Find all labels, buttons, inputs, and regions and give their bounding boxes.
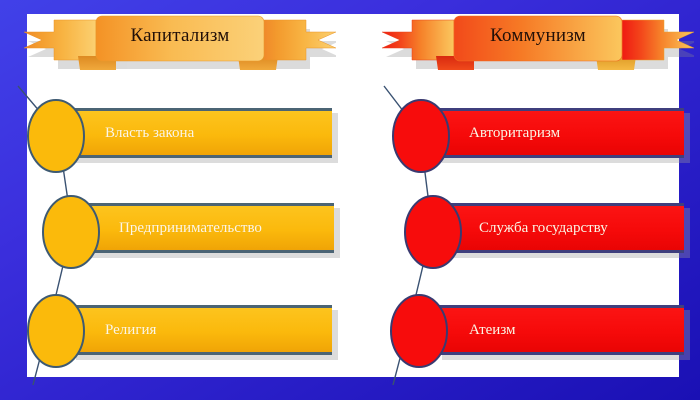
capitalism-item-2[interactable]: Предпринимательство (84, 203, 334, 253)
communism-item-3[interactable]: Атеизм (436, 305, 684, 355)
communism-item-1-label: Авторитаризм (469, 124, 561, 141)
communism-item-2[interactable]: Служба государству (446, 203, 684, 253)
capitalism-item-3-label: Религия (105, 321, 157, 338)
communism-item-1[interactable]: Авторитаризм (436, 108, 684, 158)
capitalism-node-2[interactable] (40, 193, 102, 271)
communism-node-3[interactable] (388, 292, 450, 370)
communism-node-1[interactable] (390, 97, 452, 175)
communism-item-2-label: Служба государству (479, 219, 608, 236)
capitalism-item-3[interactable]: Религия (70, 305, 332, 355)
capitalism-item-2-label: Предпринимательство (119, 219, 262, 236)
communism-banner[interactable]: Коммунизм (382, 14, 694, 84)
communism-node-2[interactable] (402, 193, 464, 271)
capitalism-node-1[interactable] (25, 97, 87, 175)
capitalism-item-1-label: Власть закона (105, 124, 195, 141)
capitalism-node-3[interactable] (25, 292, 87, 370)
capitalism-item-1[interactable]: Власть закона (70, 108, 332, 158)
communism-item-3-label: Атеизм (469, 321, 516, 338)
capitalism-banner[interactable]: Капитализм (24, 14, 336, 84)
